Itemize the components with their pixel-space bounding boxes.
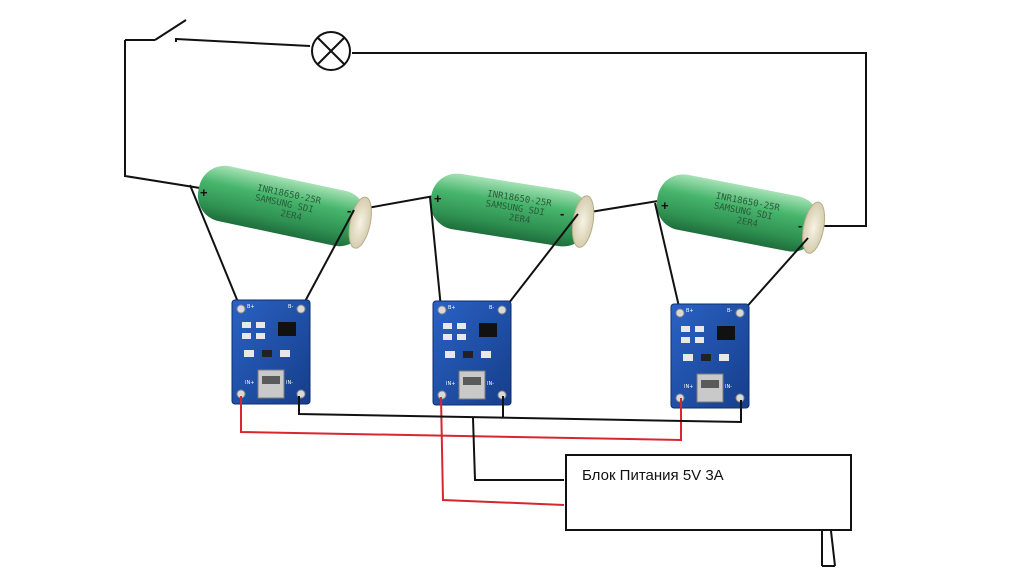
charger-board-2: B+ B- IN+ IN- (432, 300, 512, 406)
black-input-wires (298, 396, 742, 481)
power-supply-label: Блок Питания 5V 3A (582, 467, 724, 484)
battery-1-minus: - (347, 203, 351, 218)
red-input-wires (240, 396, 682, 506)
board-1-inminus: IN- (286, 380, 293, 386)
battery-3-code: 2ER4 (736, 216, 759, 230)
battery-to-board-wires (189, 184, 809, 312)
battery-3: INR18650-25R SAMSUNG SDI 2ER4 (656, 174, 826, 254)
battery-1-code: 2ER4 (279, 209, 302, 223)
charger-board-3: B+ B- IN+ IN- (670, 303, 750, 409)
board-1-inplus: IN+ (245, 380, 254, 386)
board-3-inplus: IN+ (684, 384, 693, 390)
board-2-bplus: B+ (448, 305, 456, 311)
power-supply-box: Блок Питания 5V 3A (565, 454, 852, 567)
board-1-bplus: B+ (247, 304, 255, 310)
battery-2-code: 2ER4 (508, 213, 531, 226)
battery-3-minus: - (798, 218, 802, 233)
battery-2-minus: - (560, 206, 564, 221)
board-3-bplus: B+ (686, 308, 694, 314)
board-2-inminus: IN- (487, 381, 494, 387)
battery-2-plus: + (434, 191, 442, 206)
board-3-bminus: B- (727, 308, 732, 314)
battery-2: INR18650-25R SAMSUNG SDI 2ER4 (430, 173, 595, 248)
board-3-inminus: IN- (725, 384, 732, 390)
battery-1-plus: + (200, 185, 208, 200)
battery-1: INR18650-25R SAMSUNG SDI 2ER4 (197, 165, 372, 249)
board-2-bminus: B- (489, 305, 494, 311)
board-2-inplus: IN+ (446, 381, 455, 387)
top-wires (124, 38, 867, 227)
board-1-bminus: B- (288, 304, 293, 310)
charger-board-1: B+ B- IN+ IN- (231, 299, 311, 405)
lamp-cross-icon (311, 31, 351, 71)
battery-3-plus: + (661, 198, 669, 213)
